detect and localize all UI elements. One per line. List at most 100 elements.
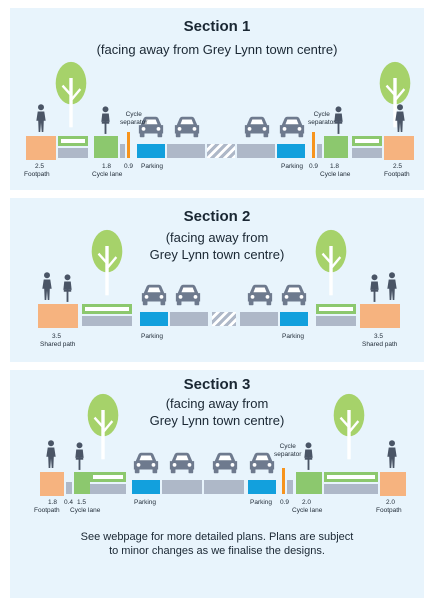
right-cycle-lane [324, 136, 348, 158]
parking-label: Parking [141, 163, 164, 170]
right-parking-lane [280, 312, 308, 326]
left-footpath [40, 472, 64, 496]
cyclist-icon [73, 442, 86, 470]
left-shared-path [38, 304, 78, 328]
tree-icon [54, 58, 88, 132]
person-icon [386, 272, 398, 300]
parking-label: Parking [141, 333, 164, 340]
right-footpath [380, 472, 406, 496]
section-title: Section 1 [183, 18, 251, 35]
right-berm [324, 472, 378, 482]
tree-icon [86, 386, 120, 468]
right-berm [352, 136, 382, 146]
dimension-label: 1.8 [102, 163, 112, 170]
right-cycle-separator [312, 132, 315, 158]
section-title: Section 2 [183, 208, 251, 225]
dimension-label: 3.5 [52, 333, 62, 340]
car-icon [140, 284, 168, 306]
left-parking-lane [137, 144, 165, 158]
parking-label: Parking [282, 333, 305, 340]
tree-icon [314, 226, 348, 300]
tree-icon [90, 226, 124, 300]
left-traffic-lane [167, 144, 205, 158]
right-shared-path [360, 304, 400, 328]
car-icon [173, 116, 201, 138]
dimension-label: 2.0 [386, 499, 396, 506]
left-gap [66, 482, 72, 494]
footpath-label: Footpath [34, 507, 60, 514]
right-berm [316, 304, 356, 314]
dimension-label: 1.8 [48, 499, 58, 506]
car-icon [248, 452, 276, 474]
right-traffic-lane [204, 480, 244, 494]
dimension-label: 1.8 [330, 163, 340, 170]
parking-label: Parking [134, 499, 157, 506]
dimension-label: 1.5 [77, 499, 87, 506]
left-cycle-lane [94, 136, 118, 158]
footpath-label: Footpath [24, 171, 50, 178]
median [207, 144, 235, 158]
person-icon [394, 104, 406, 132]
left-parking-lane [140, 312, 168, 326]
left-parking-lane [132, 480, 160, 494]
section-1-panel: Section 1 (facing away from Grey Lynn to… [10, 8, 424, 190]
dimension-label: 0.9 [124, 163, 134, 170]
left-kerb [82, 316, 132, 326]
footpath-label: Footpath [376, 507, 402, 514]
left-kerb [58, 148, 88, 158]
right-kerb [352, 148, 382, 158]
parking-label: Parking [281, 163, 304, 170]
left-traffic-lane [170, 312, 208, 326]
left-gap [120, 144, 125, 158]
car-icon [211, 452, 239, 474]
right-footpath [384, 136, 414, 160]
section-subtitle: (facing away from [165, 230, 269, 245]
right-cycle-lane [296, 472, 322, 494]
cycle-lane-label: Cycle lane [70, 507, 101, 514]
right-parking-lane [277, 144, 305, 158]
right-kerb [316, 316, 356, 326]
cyclist-icon [61, 274, 74, 302]
left-traffic-lane [162, 480, 202, 494]
section-subtitle: (facing away from [165, 396, 269, 411]
car-icon [246, 284, 274, 306]
section-subtitle: (facing away from Grey Lynn town centre) [96, 42, 338, 57]
dimension-label: 2.0 [302, 499, 312, 506]
car-icon [243, 116, 271, 138]
right-parking-lane [248, 480, 276, 494]
dimension-label: 3.5 [374, 333, 384, 340]
cycle-lane-label: Cycle lane [292, 507, 323, 514]
right-traffic-lane [237, 144, 275, 158]
cycle-lane-label: Cycle lane [320, 171, 351, 178]
person-icon [35, 104, 47, 132]
car-icon [278, 116, 306, 138]
left-berm [82, 304, 132, 314]
left-cycle-separator [127, 132, 130, 158]
tree-icon [332, 386, 366, 468]
section-3-panel: Section 3 (facing away from Grey Lynn to… [10, 370, 424, 598]
median [212, 312, 236, 326]
cyclist-icon [368, 274, 381, 302]
right-gap [287, 480, 293, 494]
car-icon [168, 452, 196, 474]
cyclist-icon [302, 442, 315, 470]
dimension-label: 0.9 [309, 163, 319, 170]
footnote: See webpage for more detailed plans. Pla… [80, 531, 354, 557]
section-2-panel: Section 2 (facing away from Grey Lynn to… [10, 198, 424, 362]
parking-label: Parking [250, 499, 273, 506]
person-icon [45, 440, 57, 468]
shared-path-label: Shared path [362, 341, 398, 348]
left-kerb [90, 484, 126, 494]
section-subtitle: Grey Lynn town centre) [149, 247, 285, 262]
right-traffic-lane [240, 312, 278, 326]
dimension-label: 2.5 [393, 163, 403, 170]
cyclist-icon [99, 106, 112, 134]
dimension-label: 2.5 [35, 163, 45, 170]
right-kerb [324, 484, 378, 494]
cycle-lane-label: Cycle lane [92, 171, 123, 178]
car-icon [174, 284, 202, 306]
car-icon [280, 284, 308, 306]
shared-path-label: Shared path [40, 341, 76, 348]
